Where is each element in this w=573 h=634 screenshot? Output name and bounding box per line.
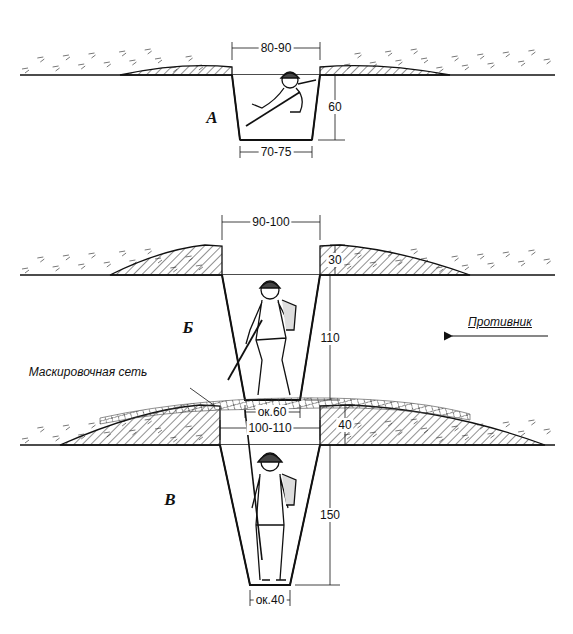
dimension-label: ок.60 (256, 405, 289, 419)
callout-label: Маскировочная сеть (27, 365, 150, 379)
dimension-label: 70-75 (259, 145, 294, 159)
trench-b (20, 215, 555, 418)
dimension-label: 150 (318, 508, 342, 522)
dimension-label: 80-90 (259, 41, 294, 55)
section-letter: Б (181, 321, 196, 335)
dimension-label: ок.40 (254, 593, 287, 607)
section-letter: В (162, 493, 177, 507)
enemy-label: Противник (466, 315, 534, 329)
dimension-label: 110 (318, 331, 341, 345)
dimension-label: 30 (326, 253, 343, 267)
dimension-label: 90-100 (250, 215, 291, 229)
trench-v (20, 336, 555, 606)
section-letter: А (204, 111, 219, 125)
trench-a (20, 42, 555, 158)
dimension-label: 100-110 (246, 421, 293, 435)
dimension-label: 40 (336, 418, 353, 432)
dimension-label: 60 (326, 100, 343, 114)
